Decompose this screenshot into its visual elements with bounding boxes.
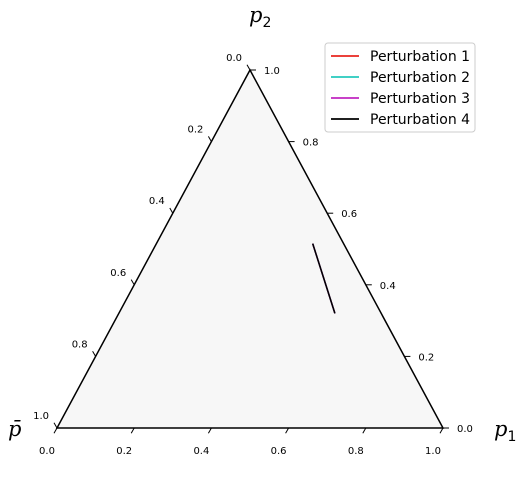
- bottom-tick-0-mark: [53, 427, 58, 434]
- bottom-tick-1-label: 0.2: [116, 446, 132, 457]
- left-tick-5-mark: [53, 422, 58, 429]
- right-tick-0-label: 0.0: [457, 424, 473, 435]
- triangle-border: [55, 68, 445, 429]
- vertex-label-top: p2: [249, 3, 271, 31]
- vertex-label-right-sub: 1: [507, 429, 516, 445]
- legend: Perturbation 1 Perturbation 2 Perturbation…: [324, 42, 476, 133]
- right-tick-3-label: 0.6: [341, 209, 357, 220]
- vertex-label-top-sub: 2: [262, 15, 271, 31]
- bottom-tick-4-label: 0.8: [348, 446, 364, 457]
- legend-box: [324, 42, 476, 133]
- bottom-tick-2-label: 0.4: [193, 446, 209, 457]
- right-tick-2-label: 0.4: [380, 281, 396, 292]
- left-tick-4-label: 0.8: [72, 339, 88, 350]
- series-line-4: [311, 243, 336, 314]
- left-tick-2-label: 0.4: [149, 196, 165, 207]
- legend-label-2: Perturbation 2: [370, 70, 470, 86]
- bottom-tick-5-mark: [439, 427, 444, 434]
- bottom-tick-3-label: 0.6: [271, 446, 287, 457]
- right-tick-1-label: 0.2: [418, 352, 434, 363]
- bottom-tick-4-mark: [362, 427, 367, 434]
- left-tick-5-label: 1.0: [33, 411, 49, 422]
- legend-label-4: Perturbation 4: [370, 112, 470, 128]
- left-tick-0-mark: [246, 64, 251, 71]
- series-layer: [311, 243, 336, 314]
- bottom-tick-1-mark: [130, 427, 135, 434]
- ticks-layer: 0.0 0.2 0.4 0.6 0.8 1.0 0.0 0.2 0.4 0.6 0.8 1.0 0.0 0…: [33, 53, 473, 457]
- left-tick-2-mark: [169, 207, 174, 214]
- vertex-label-left: p̄: [8, 417, 21, 441]
- right-tick-4-label: 0.8: [303, 138, 319, 149]
- left-tick-1-label: 0.2: [187, 125, 203, 136]
- bottom-tick-2-mark: [207, 427, 212, 434]
- vertex-label-right-base: p: [494, 417, 507, 441]
- left-tick-0-label: 0.0: [226, 53, 242, 64]
- legend-label-3: Perturbation 3: [370, 91, 470, 107]
- plot-area: [57, 70, 443, 428]
- bottom-tick-3-mark: [285, 427, 290, 434]
- left-tick-1-mark: [207, 136, 212, 142]
- vertex-label-left-base: p̄: [8, 417, 21, 441]
- bottom-tick-0-label: 0.0: [39, 446, 55, 457]
- bottom-tick-5-label: 1.0: [425, 446, 441, 457]
- legend-label-1: Perturbation 1: [370, 49, 470, 65]
- vertex-label-top-base: p: [249, 3, 262, 27]
- left-tick-4-mark: [92, 350, 97, 357]
- vertex-label-right: p1: [494, 417, 516, 445]
- left-tick-3-mark: [130, 279, 135, 286]
- left-tick-3-label: 0.6: [110, 268, 126, 279]
- right-tick-5-label: 1.0: [264, 66, 280, 77]
- legend-items: Perturbation 1 Perturbation 2 Perturbation…: [331, 49, 470, 128]
